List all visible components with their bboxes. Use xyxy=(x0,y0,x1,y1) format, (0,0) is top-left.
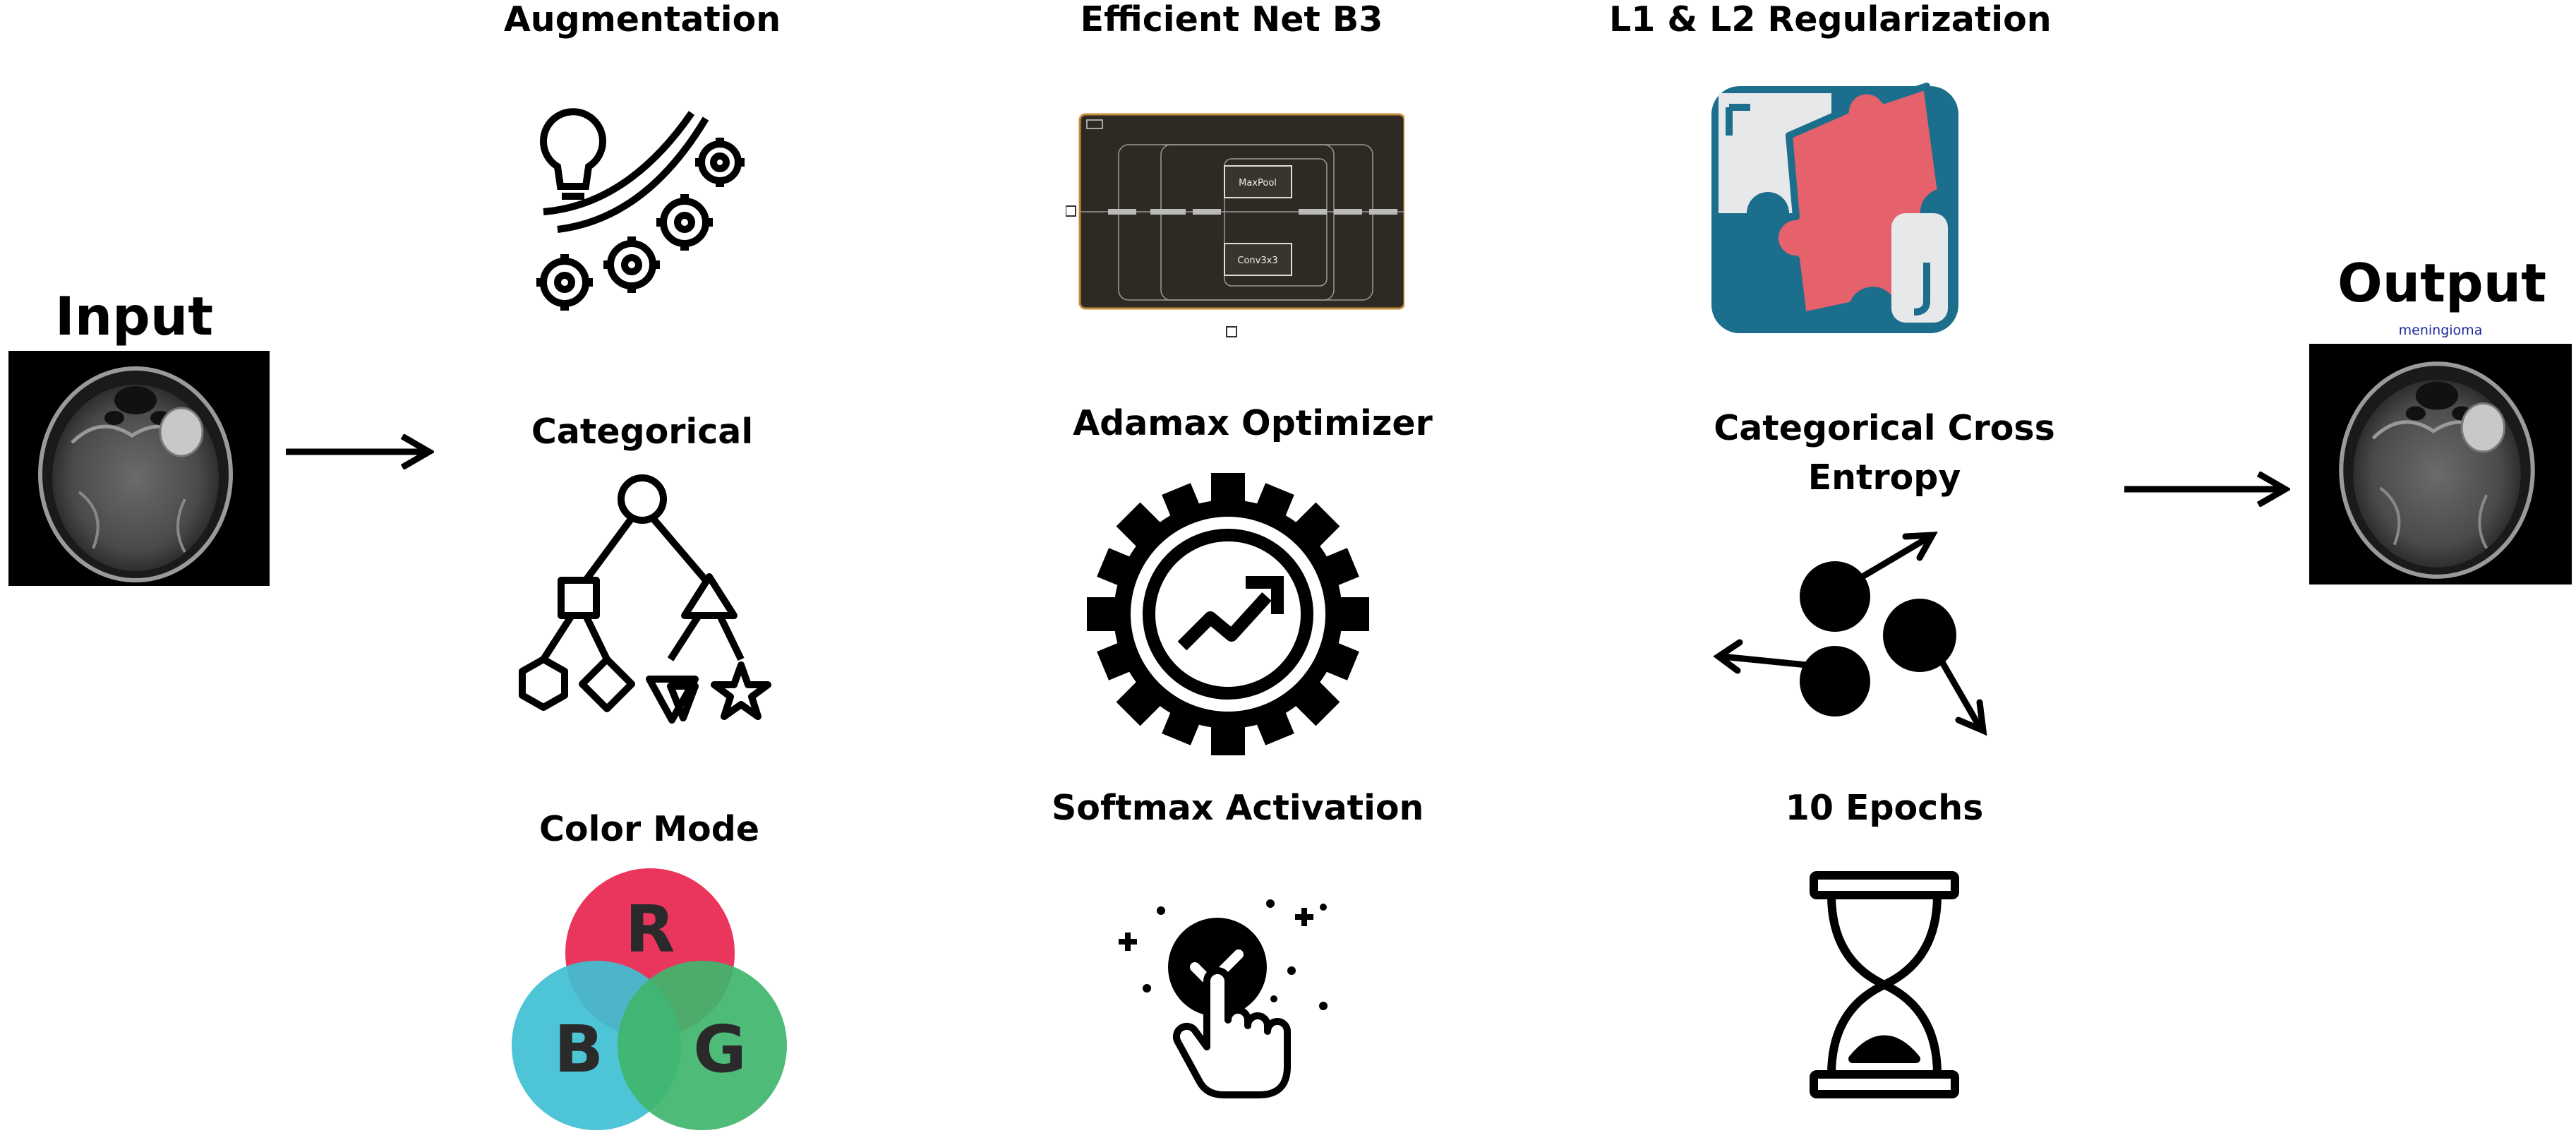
network-architecture-thumbnail: MaxPool Conv3x3 xyxy=(1066,113,1404,346)
softmax-title: Softmax Activation xyxy=(1052,788,1424,828)
output-panel: meningioma xyxy=(2309,321,2572,585)
touch-check-icon xyxy=(1112,889,1337,1115)
output-arrow xyxy=(2121,472,2290,507)
thumbnail-label-conv: Conv3x3 xyxy=(1237,256,1277,266)
puzzle-icon xyxy=(1704,79,1973,340)
prediction-label: meningioma xyxy=(2398,323,2483,338)
rgb-letter-g: G xyxy=(693,1012,747,1087)
rgb-venn-icon: R B G xyxy=(512,867,787,1132)
category-tree-icon xyxy=(508,474,776,729)
cross-entropy-title: Categorical Cross Entropy xyxy=(1714,408,2055,498)
regularization-title: L1 & L2 Regularization xyxy=(1609,0,2052,40)
gear-trend-icon xyxy=(1087,473,1369,755)
augmentation-title: Augmentation xyxy=(503,0,781,40)
input-title: Input xyxy=(54,285,214,347)
efficientnet-title: Efficient Net B3 xyxy=(1080,0,1383,40)
rgb-letter-b: B xyxy=(554,1012,603,1087)
output-title: Output xyxy=(2337,252,2546,314)
categorical-title: Categorical xyxy=(531,412,754,452)
color-mode-title: Color Mode xyxy=(538,809,760,849)
hourglass-icon xyxy=(1807,868,1962,1101)
input-mri-image xyxy=(8,351,270,586)
rgb-letter-r: R xyxy=(625,892,675,967)
adamax-title: Adamax Optimizer xyxy=(1073,403,1433,443)
lightbulb-gears-icon xyxy=(515,99,755,325)
molecule-icon xyxy=(1708,526,2004,738)
epochs-title: 10 Epochs xyxy=(1785,788,1984,828)
input-arrow xyxy=(282,434,434,469)
thumbnail-label-maxpool: MaxPool xyxy=(1239,178,1277,188)
output-mri-image xyxy=(2309,344,2572,585)
